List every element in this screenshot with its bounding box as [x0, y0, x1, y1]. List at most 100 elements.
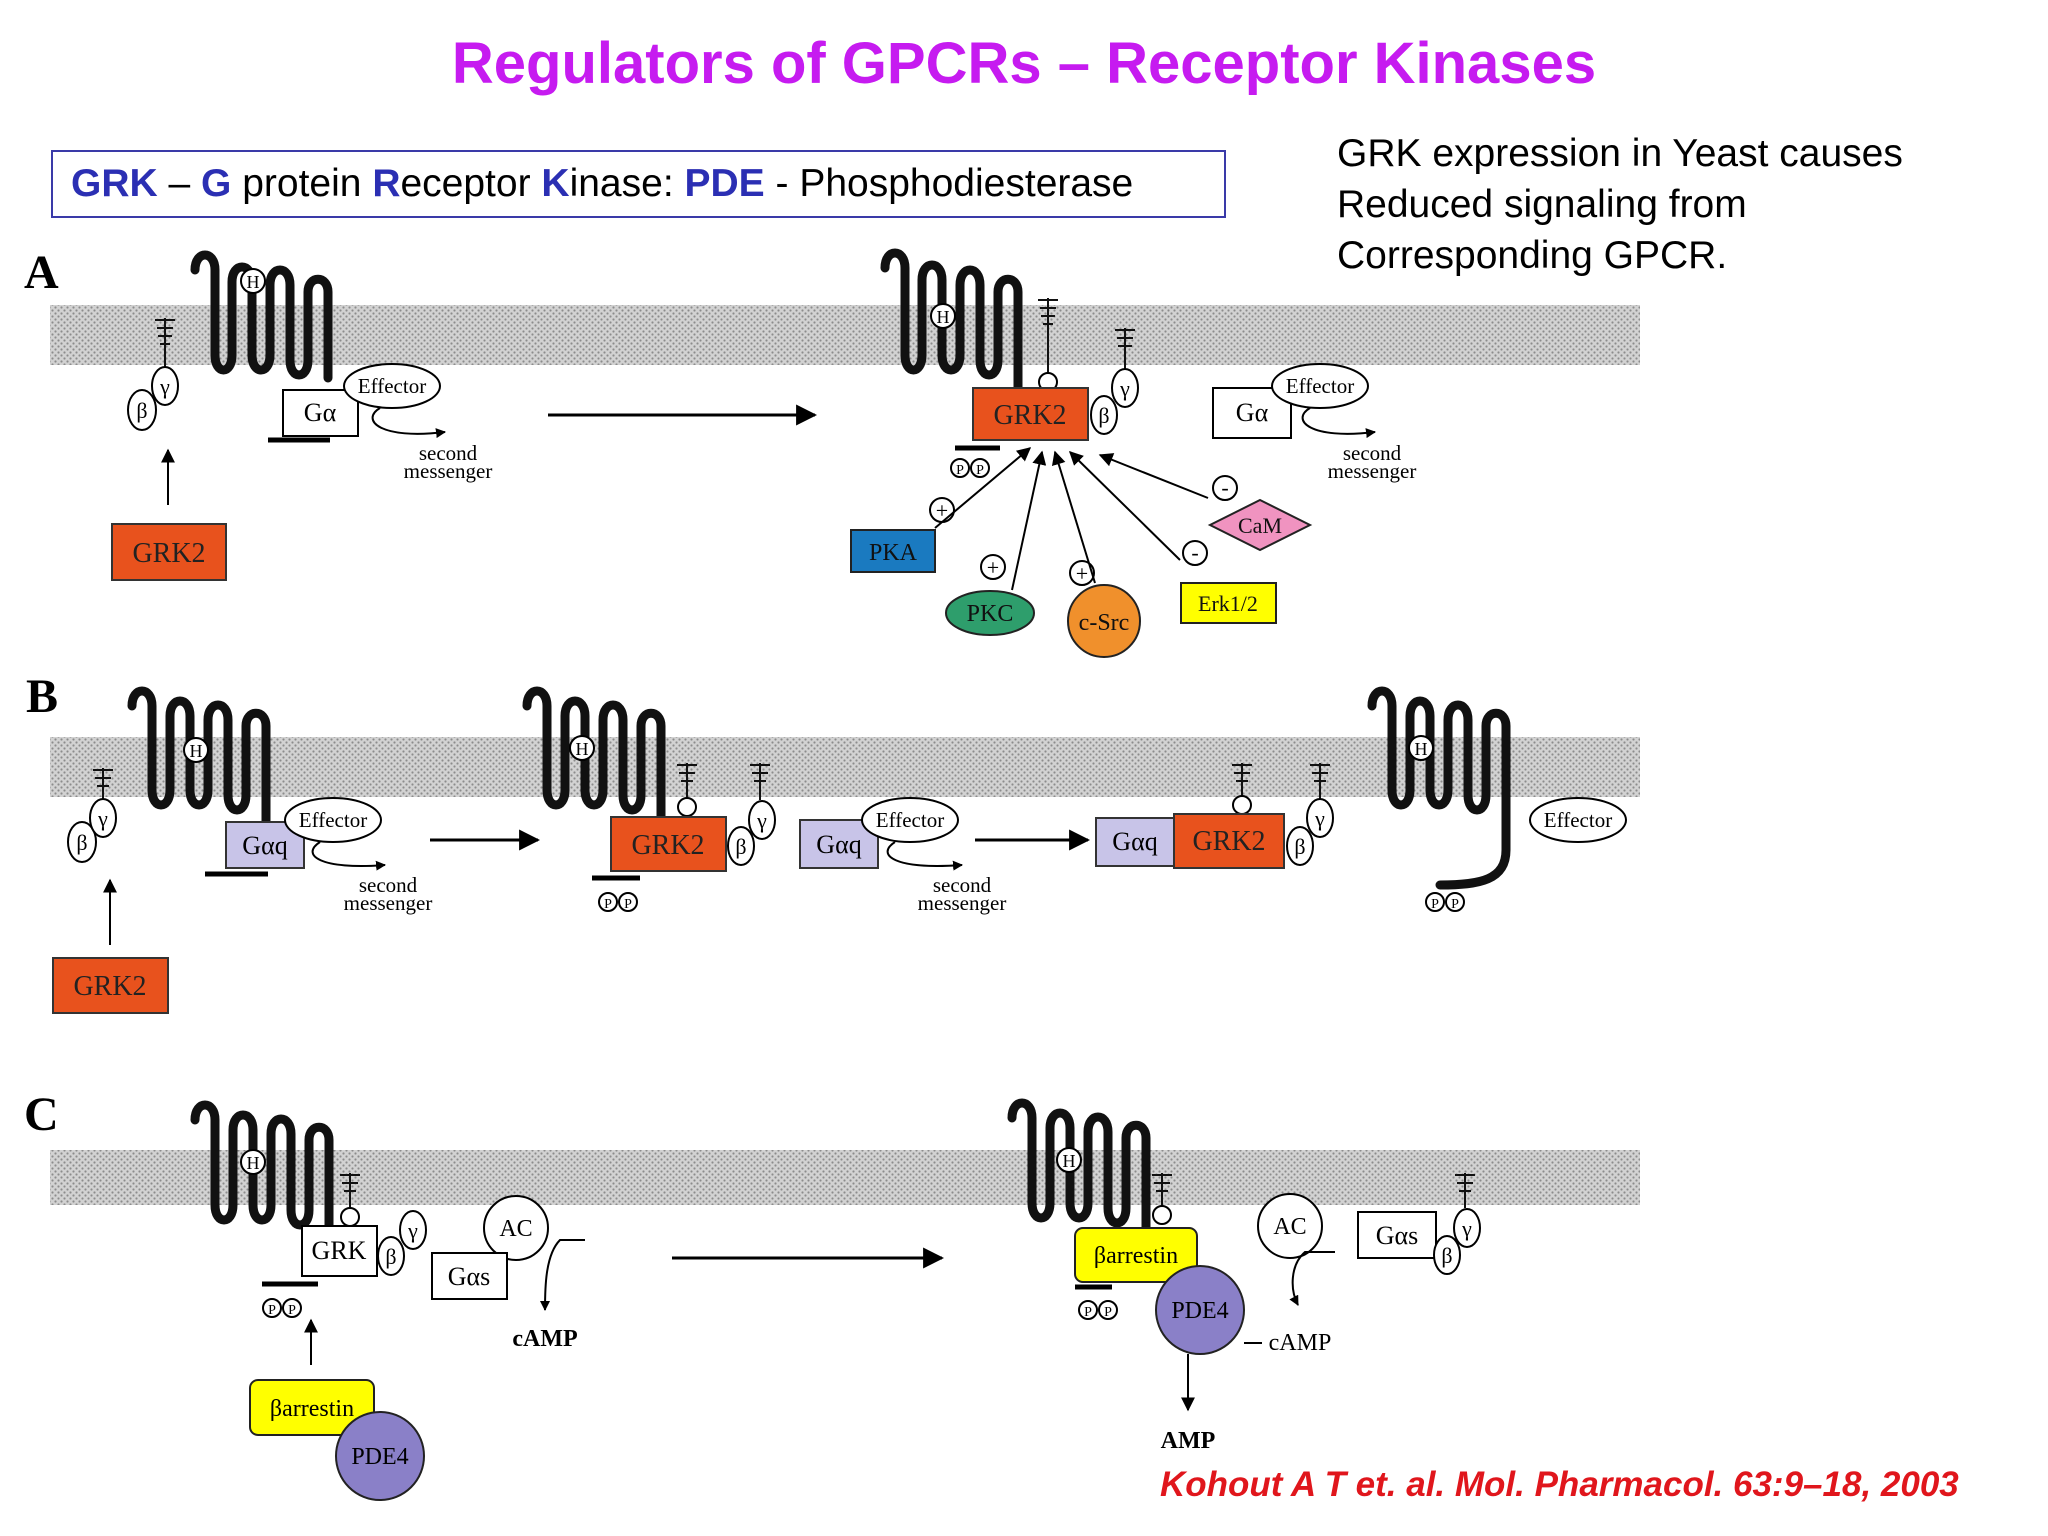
svg-text:Effector: Effector — [1286, 374, 1354, 398]
h-marker-b1: H — [183, 737, 209, 763]
gamma-subunit-b1: γ — [89, 798, 117, 838]
second-label-b2: second — [933, 873, 992, 897]
h-marker-a2: H — [930, 303, 956, 329]
galphaq-b3: Gαq — [1095, 817, 1175, 867]
svg-text:γ: γ — [159, 374, 170, 399]
svg-text:P: P — [1084, 1305, 1092, 1320]
phospho-sites-c1: P P — [262, 1298, 302, 1318]
svg-text:PDE4: PDE4 — [1171, 1298, 1228, 1324]
galphaq-b2: Gαq — [799, 819, 879, 869]
beta-subunit-b2: β — [727, 826, 755, 866]
erk-box: Erk1/2 — [1180, 582, 1277, 624]
svg-text:Erk1/2: Erk1/2 — [1198, 591, 1258, 616]
svg-text:Effector: Effector — [358, 374, 426, 398]
svg-text:Effector: Effector — [299, 808, 367, 832]
effector-a1: Effector — [343, 363, 441, 409]
svg-text:γ: γ — [1461, 1216, 1472, 1241]
svg-text:PDE4: PDE4 — [351, 1444, 408, 1470]
messenger-label-a3: messenger — [1328, 459, 1417, 483]
csrc-circle: c-Src — [1067, 584, 1141, 658]
svg-text:AC: AC — [1273, 1214, 1306, 1240]
svg-text:GRK2: GRK2 — [993, 400, 1066, 431]
svg-text:GRK2: GRK2 — [73, 971, 146, 1002]
grk2-membrane-anchor-b3 — [1232, 795, 1252, 815]
membrane-a — [50, 305, 1640, 365]
beta-subunit-a1: β — [127, 389, 157, 431]
phospho-sites-b3: P P — [1425, 892, 1465, 912]
h-marker-a1: H — [240, 268, 266, 294]
svg-text:P: P — [1104, 1305, 1112, 1320]
svg-text:β: β — [1441, 1243, 1452, 1268]
galpha-a1: Gα — [282, 389, 359, 437]
svg-text:γ: γ — [1314, 806, 1325, 831]
slide-title: Regulators of GPCRs – Receptor Kinases — [451, 31, 1597, 96]
gamma-subunit-c1: γ — [399, 1210, 427, 1250]
messenger-arrow-b2 — [886, 841, 963, 871]
beta-subunit-c1: β — [377, 1236, 405, 1276]
erk-arrow — [1069, 451, 1181, 561]
svg-text:CaM: CaM — [1238, 513, 1282, 538]
phospho-sites-b2: P P — [598, 892, 638, 912]
eceptor-text: eceptor — [400, 162, 542, 205]
receptor-b2 — [522, 686, 666, 831]
panel-label-b: B — [26, 670, 58, 723]
lipid-anchor-c2 — [1152, 1173, 1172, 1210]
panel-label-a: A — [24, 246, 59, 299]
svg-text:P: P — [1451, 897, 1459, 912]
citation: Kohout A T et. al. Mol. Pharmacol. 63:9–… — [1160, 1465, 1959, 1504]
svg-text:Effector: Effector — [1544, 808, 1612, 832]
svg-text:P: P — [604, 897, 612, 912]
svg-text:Gαq: Gαq — [242, 831, 287, 860]
gamma-subunit-b3: γ — [1306, 798, 1334, 838]
svg-text:H: H — [247, 1153, 260, 1173]
cam-diamond: CaM — [1207, 498, 1313, 552]
membrane-c — [50, 1150, 1640, 1205]
svg-text:βarrestin: βarrestin — [1094, 1243, 1178, 1269]
grk-membrane-anchor-c1 — [340, 1207, 360, 1227]
phospho-sites-a2: P P — [950, 458, 990, 478]
grk2-membrane-anchor-b2 — [677, 797, 697, 817]
galphaq-b1: Gαq — [225, 821, 305, 869]
minus-sign-cam: - — [1212, 475, 1238, 501]
svg-text:Gαq: Gαq — [816, 830, 861, 859]
effector-b2: Effector — [861, 797, 959, 843]
lipid-anchor-b1 — [93, 768, 113, 800]
h-marker-c1: H — [240, 1149, 266, 1175]
lipid-anchor-b2 — [677, 763, 697, 800]
svg-text:γ: γ — [1119, 376, 1130, 401]
messenger-label-b2: messenger — [918, 891, 1007, 915]
receptor-c2 — [1007, 1098, 1151, 1235]
galphas-c1: Gαs — [431, 1252, 508, 1300]
svg-text:-: - — [1221, 475, 1228, 500]
protein-text: protein — [231, 162, 373, 205]
yeast-note: GRK expression in Yeast causes Reduced s… — [1337, 128, 1903, 281]
pka-arrow — [934, 447, 1032, 529]
svg-text:GRK2: GRK2 — [132, 538, 205, 569]
second-label-a1: second — [419, 441, 478, 465]
phospho-sites-c2: P P — [1078, 1300, 1118, 1320]
svg-text:P: P — [268, 1303, 276, 1318]
cam-arrow — [1098, 453, 1209, 499]
pkc-arrow — [1011, 450, 1047, 591]
g-letter: G — [201, 162, 232, 205]
grk2-box-b1: GRK2 — [52, 957, 169, 1014]
svg-text:P: P — [624, 897, 632, 912]
svg-text:P: P — [976, 463, 984, 478]
svg-text:β: β — [76, 830, 87, 855]
plus-sign-pka: + — [929, 497, 955, 523]
pde4-circle-c2: PDE4 — [1155, 1265, 1245, 1355]
svg-text:H: H — [247, 272, 260, 292]
receptor-a2 — [880, 248, 1023, 397]
beta-subunit-b3: β — [1286, 826, 1314, 866]
messenger-arrow-a1 — [371, 407, 446, 439]
lipid-anchor-b3 — [750, 763, 770, 800]
svg-text:Gα: Gα — [1236, 398, 1269, 427]
svg-text:H: H — [1415, 739, 1428, 759]
grk2-box-a1: GRK2 — [111, 523, 227, 581]
effector-a3: Effector — [1271, 363, 1369, 409]
effector-b1: Effector — [284, 797, 382, 843]
h-marker-b3: H — [1408, 735, 1434, 761]
lipid-anchor-b5 — [1310, 763, 1330, 800]
receptor-a1 — [190, 250, 333, 383]
